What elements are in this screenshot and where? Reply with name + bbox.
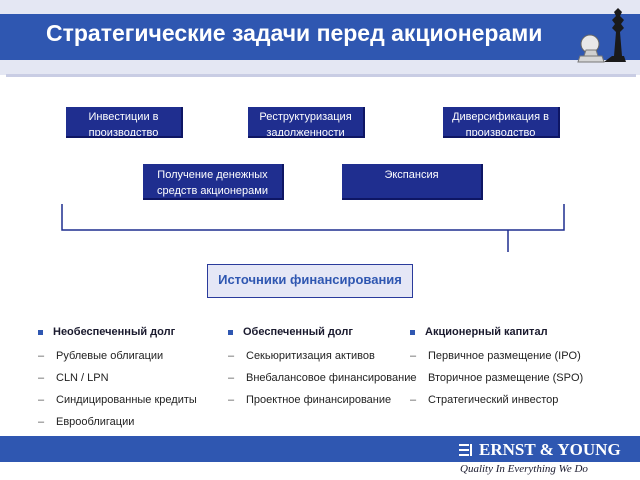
bullet-icon <box>38 329 43 335</box>
task-box-restructuring: Реструктуризация задолженности <box>248 107 365 138</box>
column-equity: Акционерный капитал –Первичное размещени… <box>410 324 583 408</box>
column-heading-text: Необеспеченный долг <box>53 326 176 338</box>
column-heading-text: Обеспеченный долг <box>243 326 353 338</box>
task-box-expansion: Экспансия <box>342 164 483 200</box>
brand-name: ERNST & YOUNG <box>479 440 621 459</box>
ernst-young-logo-icon <box>459 444 472 456</box>
task-box-diversification: Диверсификация в производство <box>443 107 560 138</box>
grouping-bracket <box>61 204 565 252</box>
list-item: –Первичное размещение (IPO) <box>410 350 581 362</box>
list-item: –Вторичное размещение (SPO) <box>410 372 584 384</box>
list-item: –CLN / LPN <box>38 372 109 384</box>
financing-sources-box: Источники финансирования <box>207 264 413 298</box>
list-item: –Внебалансовое финансирование <box>228 372 417 384</box>
list-item: –Синдицированные кредиты <box>38 394 197 406</box>
column-heading: Обеспеченный долг <box>228 324 416 340</box>
column-heading: Необеспеченный долг <box>38 324 197 340</box>
list-item: –Секьюритизация активов <box>228 350 375 362</box>
header-divider <box>6 74 636 77</box>
page-title: Стратегические задачи перед акционерами <box>46 20 543 46</box>
bullet-icon <box>228 329 233 335</box>
task-box-cash-to-shareholders: Получение денежных средств акционерами <box>143 164 284 200</box>
column-heading: Акционерный капитал <box>410 324 583 340</box>
brand-logo: ERNST & YOUNG <box>458 440 621 460</box>
column-unsecured-debt: Необеспеченный долг –Рублевые облигации … <box>38 324 197 430</box>
column-secured-debt: Обеспеченный долг –Секьюритизация активо… <box>228 324 416 408</box>
column-heading-text: Акционерный капитал <box>425 326 548 338</box>
list-item: –Рублевые облигации <box>38 350 164 362</box>
list-item: –Стратегический инвестор <box>410 394 559 406</box>
brand-tagline: Quality In Everything We Do <box>460 463 588 475</box>
list-item: –Проектное финансирование <box>228 394 392 406</box>
title-bar <box>0 14 640 60</box>
task-box-investment: Инвестиции в производство <box>66 107 183 138</box>
list-item: –Еврооблигации <box>38 416 135 428</box>
bullet-icon <box>410 329 415 335</box>
chess-pieces-icon <box>577 8 626 63</box>
footer-band <box>0 436 640 462</box>
